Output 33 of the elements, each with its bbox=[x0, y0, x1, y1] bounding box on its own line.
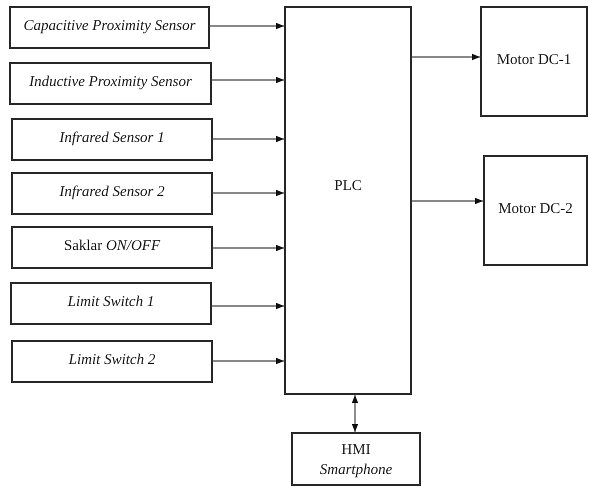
arrow bbox=[412, 54, 480, 60]
motor-box bbox=[480, 6, 588, 117]
node-label: Motor DC-2 bbox=[498, 200, 573, 219]
arrow bbox=[210, 22, 284, 30]
node-label: Infrared Sensor 1 bbox=[59, 129, 165, 148]
node-label: Capacitive Proximity Sensor bbox=[24, 17, 196, 36]
node-label: Limit Switch 1 bbox=[68, 293, 154, 312]
node-label: Infrared Sensor 2 bbox=[59, 183, 165, 202]
arrow bbox=[212, 302, 284, 310]
node-label: Saklar ON/OFF bbox=[64, 237, 160, 256]
sensor-box bbox=[11, 172, 213, 215]
arrow bbox=[213, 358, 284, 364]
arrow bbox=[213, 136, 284, 142]
sensor-box bbox=[9, 62, 212, 105]
arrow bbox=[352, 395, 358, 432]
sensor-box bbox=[9, 6, 210, 49]
controller-box bbox=[284, 6, 412, 395]
sensor-box bbox=[11, 118, 213, 161]
node-label: Motor DC-1 bbox=[496, 51, 572, 70]
node-label: Smartphone bbox=[320, 461, 392, 480]
arrow bbox=[412, 198, 483, 204]
switch-box bbox=[11, 226, 213, 269]
arrow bbox=[212, 76, 284, 84]
node-label: Inductive Proximity Sensor bbox=[29, 73, 192, 92]
arrow bbox=[213, 244, 284, 252]
switch-box bbox=[10, 282, 212, 325]
hmi-box bbox=[291, 432, 421, 486]
motor-box bbox=[483, 155, 588, 266]
arrow bbox=[213, 190, 284, 196]
switch-box bbox=[11, 340, 213, 383]
node-label: Limit Switch 2 bbox=[68, 351, 156, 370]
node-label: HMI bbox=[341, 441, 371, 460]
node-label: PLC bbox=[334, 177, 362, 196]
